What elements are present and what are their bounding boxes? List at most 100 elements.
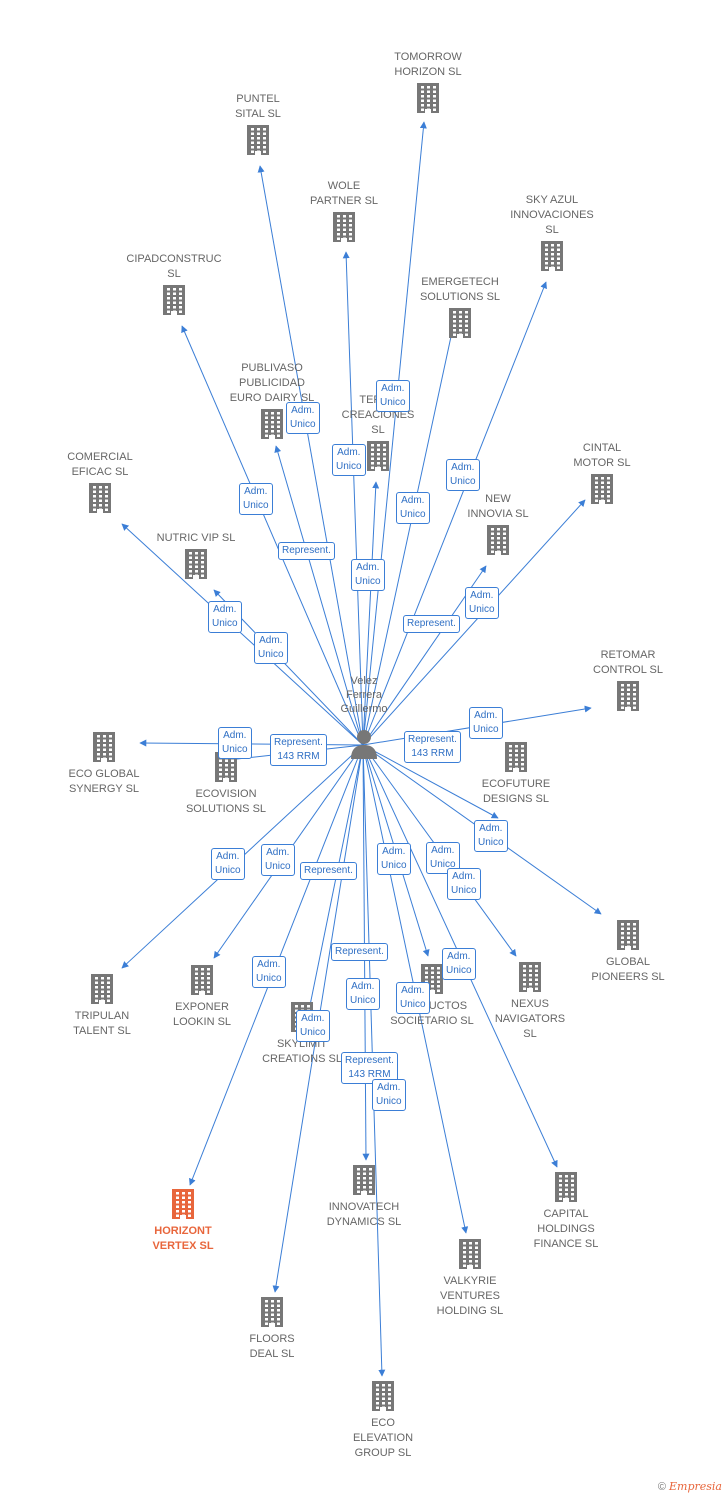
company-name: ECO ELEVATION GROUP SL xyxy=(352,1417,414,1459)
building-icon xyxy=(330,211,358,243)
edge-label-l16[interactable]: Represent. 143 RRM xyxy=(404,731,461,763)
edge-label-l1[interactable]: Adm. Unico xyxy=(376,380,410,412)
company-node-floors[interactable]: FLOORS DEAL SL xyxy=(212,1296,332,1362)
edge-ecofuture xyxy=(362,744,499,819)
company-node-ecoelevation[interactable]: ECO ELEVATION GROUP SL xyxy=(323,1380,443,1461)
center-person-name[interactable]: Velez Ferrera Guillermo xyxy=(340,675,388,715)
edge-label-l9[interactable]: Represent. xyxy=(403,615,460,633)
building-icon xyxy=(364,440,392,472)
edge-terra xyxy=(362,481,380,746)
company-name: CINTAL MOTOR SL xyxy=(573,442,631,469)
company-name: PUBLIVASO PUBLICIDAD EURO DAIRY SL xyxy=(229,362,315,404)
company-node-comercial[interactable]: COMERCIAL EFICAC SL xyxy=(40,450,160,514)
company-node-capital[interactable]: CAPITAL HOLDINGS FINANCE SL xyxy=(506,1171,626,1252)
company-node-cintal[interactable]: CINTAL MOTOR SL xyxy=(542,441,662,505)
company-name: SKY AZUL INNOVACIONES SL xyxy=(510,194,594,236)
company-name: INNOVATECH DYNAMICS SL xyxy=(326,1201,402,1228)
company-node-innovatech[interactable]: INNOVATECH DYNAMICS SL xyxy=(304,1164,424,1230)
footer-brand: © Empresia xyxy=(658,1480,722,1493)
company-name: TRIPULAN TALENT SL xyxy=(73,1010,131,1037)
company-node-newinnovia[interactable]: NEW INNOVIA SL xyxy=(438,492,558,556)
edge-label-l31[interactable]: Adm. Unico xyxy=(372,1079,406,1111)
edge-label-l30[interactable]: Represent. 143 RRM xyxy=(341,1052,398,1084)
edge-label-l12[interactable]: Adm. Unico xyxy=(254,632,288,664)
edge-label-l23[interactable]: Adm. Unico xyxy=(447,868,481,900)
edge-label-l6[interactable]: Adm. Unico xyxy=(446,459,480,491)
company-node-ecoglobal[interactable]: ECO GLOBAL SYNERGY SL xyxy=(44,731,164,797)
company-node-nutric[interactable]: NUTRIC VIP SL xyxy=(136,531,256,580)
company-node-productos[interactable]: PRODUCTOS SOCIETARIO SL xyxy=(372,963,492,1029)
edge-label-l10[interactable]: Adm. Unico xyxy=(465,587,499,619)
person-icon[interactable] xyxy=(349,728,379,760)
company-name: TOMORROW HORIZON SL xyxy=(394,51,462,78)
edge-label-l8[interactable]: Adm. Unico xyxy=(351,559,385,591)
edge-label-l18[interactable]: Adm. Unico xyxy=(211,848,245,880)
company-node-emergetech[interactable]: EMERGETECH SOLUTIONS SL xyxy=(400,275,520,339)
company-name: VALKYRIE VENTURES HOLDING SL xyxy=(436,1275,504,1317)
company-name: PUNTEL SITAL SL xyxy=(235,93,281,120)
company-node-ecovision[interactable]: ECOVISION SOLUTIONS SL xyxy=(166,751,286,817)
edge-label-l20[interactable]: Represent. xyxy=(300,862,357,880)
company-node-tripulan[interactable]: TRIPULAN TALENT SL xyxy=(42,973,162,1039)
company-name: WOLE PARTNER SL xyxy=(309,180,379,207)
company-node-puntel[interactable]: PUNTEL SITAL SL xyxy=(198,92,318,156)
company-name: ECOVISION SOLUTIONS SL xyxy=(185,788,267,815)
edge-label-l11[interactable]: Adm. Unico xyxy=(208,601,242,633)
edge-label-l2[interactable]: Adm. Unico xyxy=(286,402,320,434)
company-node-exponer[interactable]: EXPONER LOOKIN SL xyxy=(142,964,262,1030)
building-icon xyxy=(86,482,114,514)
company-name: FLOORS DEAL SL xyxy=(249,1333,295,1360)
edge-label-l17[interactable]: Adm. Unico xyxy=(474,820,508,852)
building-icon xyxy=(614,680,642,712)
edge-label-l26[interactable]: Adm. Unico xyxy=(442,948,476,980)
edge-wole xyxy=(342,251,364,746)
company-node-wole[interactable]: WOLE PARTNER SL xyxy=(284,179,404,243)
edge-label-l3[interactable]: Adm. Unico xyxy=(332,444,366,476)
company-name: RETOMAR CONTROL SL xyxy=(593,649,663,676)
edge-tomorrow xyxy=(362,121,427,746)
edge-comercial xyxy=(121,523,364,746)
edge-puntel xyxy=(257,165,364,746)
edge-label-l4[interactable]: Adm. Unico xyxy=(239,483,273,515)
building-icon xyxy=(169,1188,197,1220)
company-node-publivaso[interactable]: PUBLIVASO PUBLICIDAD EURO DAIRY SL xyxy=(212,361,332,440)
edge-skyazul xyxy=(362,281,547,746)
company-name: NEW INNOVIA SL xyxy=(467,493,529,520)
edge-label-l24[interactable]: Represent. xyxy=(331,943,388,961)
edge-label-l14[interactable]: Adm. Unico xyxy=(218,727,252,759)
building-icon xyxy=(502,741,530,773)
company-node-global[interactable]: GLOBAL PIONEERS SL xyxy=(568,919,688,985)
company-node-nexus[interactable]: NEXUS NAVIGATORS SL xyxy=(470,961,590,1042)
edge-label-l25[interactable]: Adm. Unico xyxy=(252,956,286,988)
building-icon xyxy=(588,473,616,505)
edge-label-l29[interactable]: Adm. Unico xyxy=(296,1010,330,1042)
company-name: HORIZONT VERTEX SL xyxy=(152,1225,214,1252)
company-node-cipad[interactable]: CIPADCONSTRUC SL xyxy=(114,252,234,316)
building-icon xyxy=(258,1296,286,1328)
company-name: NEXUS NAVIGATORS SL xyxy=(494,998,566,1040)
building-icon xyxy=(516,961,544,993)
edge-label-l5[interactable]: Represent. xyxy=(278,542,335,560)
edge-label-l13[interactable]: Adm. Unico xyxy=(469,707,503,739)
company-node-retomar[interactable]: RETOMAR CONTROL SL xyxy=(568,648,688,712)
company-node-ecofuture[interactable]: ECOFUTURE DESIGNS SL xyxy=(456,741,576,807)
edge-skylimit xyxy=(303,744,364,1026)
edge-label-l19[interactable]: Adm. Unico xyxy=(261,844,295,876)
company-node-horizont[interactable]: HORIZONT VERTEX SL xyxy=(123,1188,243,1254)
building-icon xyxy=(258,408,286,440)
edge-label-l21[interactable]: Adm. Unico xyxy=(377,843,411,875)
edge-label-l27[interactable]: Adm. Unico xyxy=(346,978,380,1010)
edge-label-l15[interactable]: Represent. 143 RRM xyxy=(270,734,327,766)
building-icon xyxy=(414,82,442,114)
company-node-valkyrie[interactable]: VALKYRIE VENTURES HOLDING SL xyxy=(410,1238,530,1319)
building-icon xyxy=(538,240,566,272)
edge-label-l7[interactable]: Adm. Unico xyxy=(396,492,430,524)
building-icon xyxy=(350,1164,378,1196)
company-node-tomorrow[interactable]: TOMORROW HORIZON SL xyxy=(368,50,488,114)
company-name: ECO GLOBAL SYNERGY SL xyxy=(68,768,140,795)
company-name: GLOBAL PIONEERS SL xyxy=(591,956,665,983)
edge-label-l28[interactable]: Adm. Unico xyxy=(396,982,430,1014)
company-node-skyazul[interactable]: SKY AZUL INNOVACIONES SL xyxy=(492,193,612,272)
company-name: ECOFUTURE DESIGNS SL xyxy=(481,778,551,805)
building-icon xyxy=(369,1380,397,1412)
